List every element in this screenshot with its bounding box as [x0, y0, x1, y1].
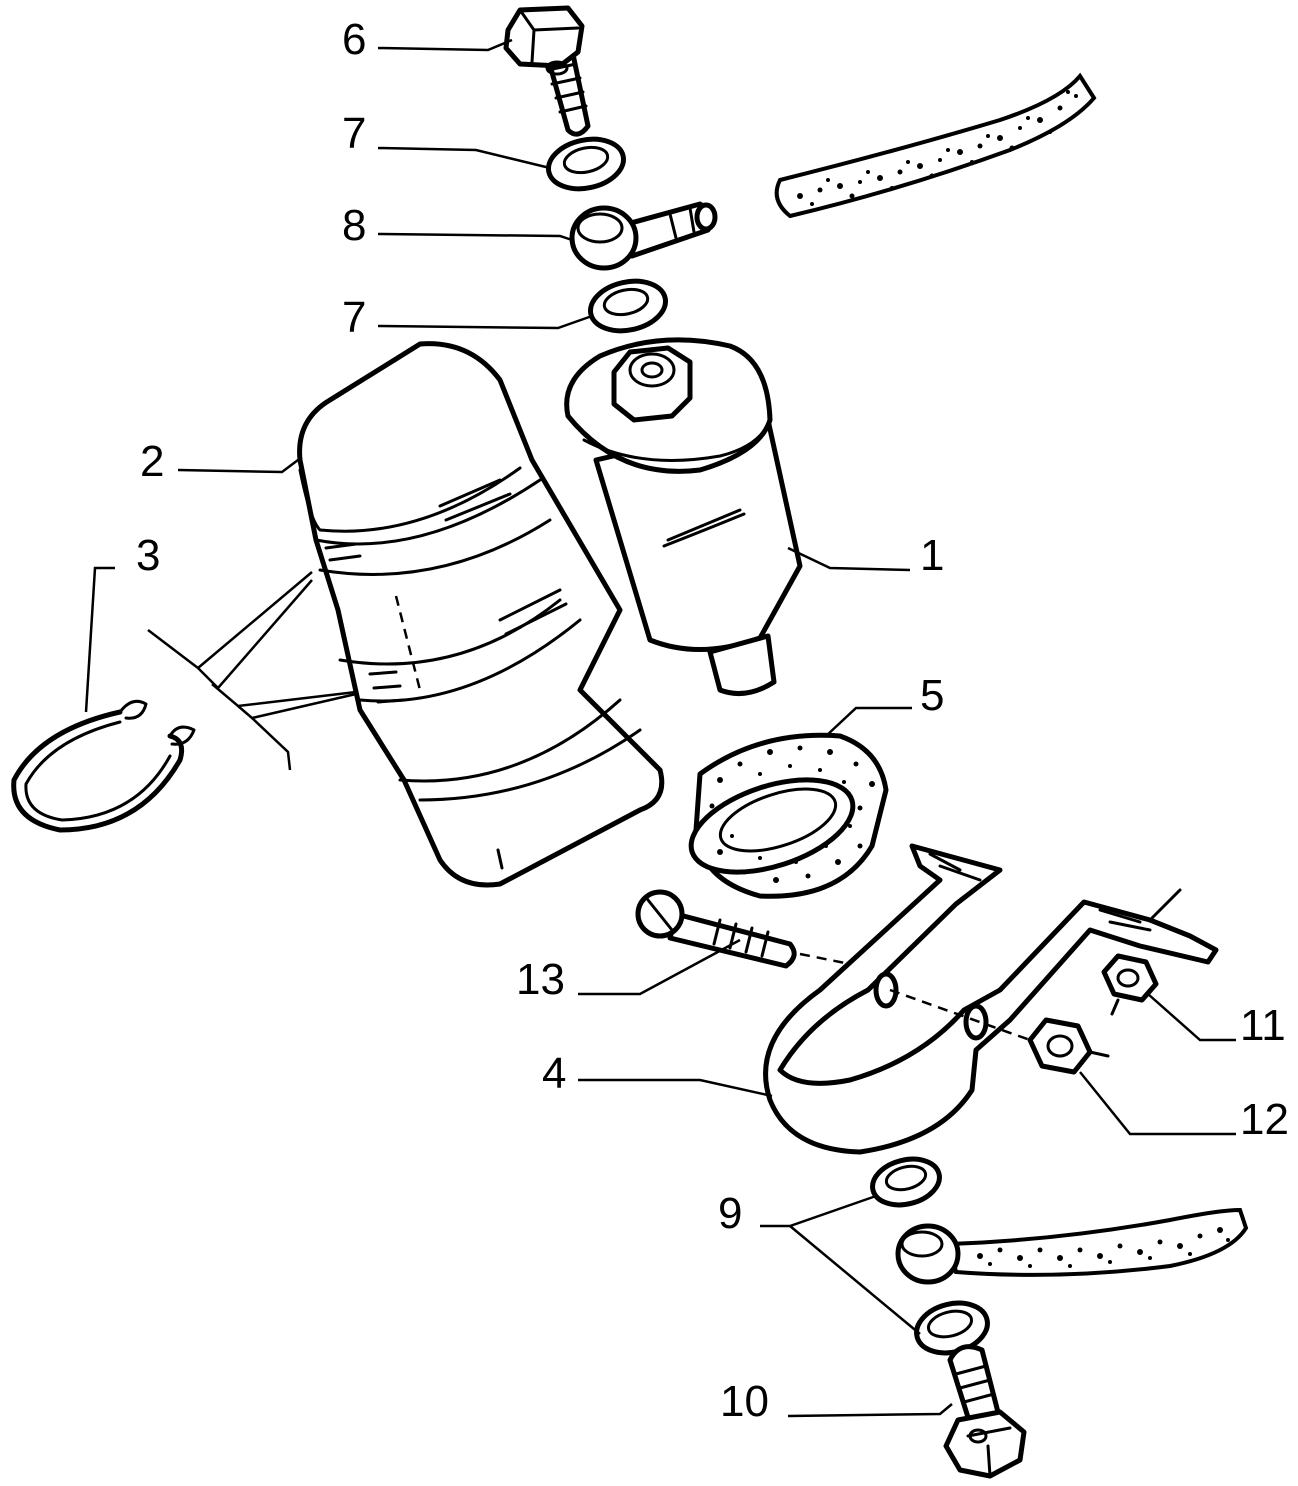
rubber-sleeve [688, 732, 889, 899]
callout-4: 4 [542, 1049, 566, 1098]
fuel-hose-lower [895, 1207, 1249, 1285]
banjo-bolt-lower [943, 1344, 1027, 1479]
callout-5: 5 [920, 671, 944, 720]
filter-cover [297, 341, 665, 888]
callout-2: 2 [140, 437, 164, 486]
callout-1: 1 [920, 531, 944, 580]
sealing-washer-top [545, 136, 627, 192]
callout-labels: 6 7 8 7 2 3 1 5 13 4 11 12 9 10 [136, 15, 1289, 1426]
nut-11 [1101, 953, 1159, 1016]
retaining-clip [11, 699, 196, 833]
fuel-hose-upper [774, 72, 1097, 219]
callout-7-upper: 7 [342, 109, 366, 158]
leader-lines [84, 38, 1236, 1418]
callout-3: 3 [136, 531, 160, 580]
banjo-bolt-upper [503, 5, 591, 137]
callout-12: 12 [1240, 1095, 1289, 1144]
fuel-filter [564, 337, 803, 697]
callout-10: 10 [720, 1377, 769, 1426]
bolt-13 [635, 889, 881, 972]
callout-6: 6 [342, 15, 366, 64]
callout-8: 8 [342, 201, 366, 250]
mounting-bracket [763, 843, 1219, 1155]
callout-11: 11 [1240, 1001, 1286, 1050]
callout-9: 9 [718, 1189, 742, 1238]
nut-12 [1027, 1017, 1110, 1075]
sealing-washer-middle [587, 278, 669, 334]
callout-7-lower: 7 [342, 293, 366, 342]
banjo-union-upper [569, 201, 718, 271]
callout-13: 13 [516, 955, 565, 1004]
